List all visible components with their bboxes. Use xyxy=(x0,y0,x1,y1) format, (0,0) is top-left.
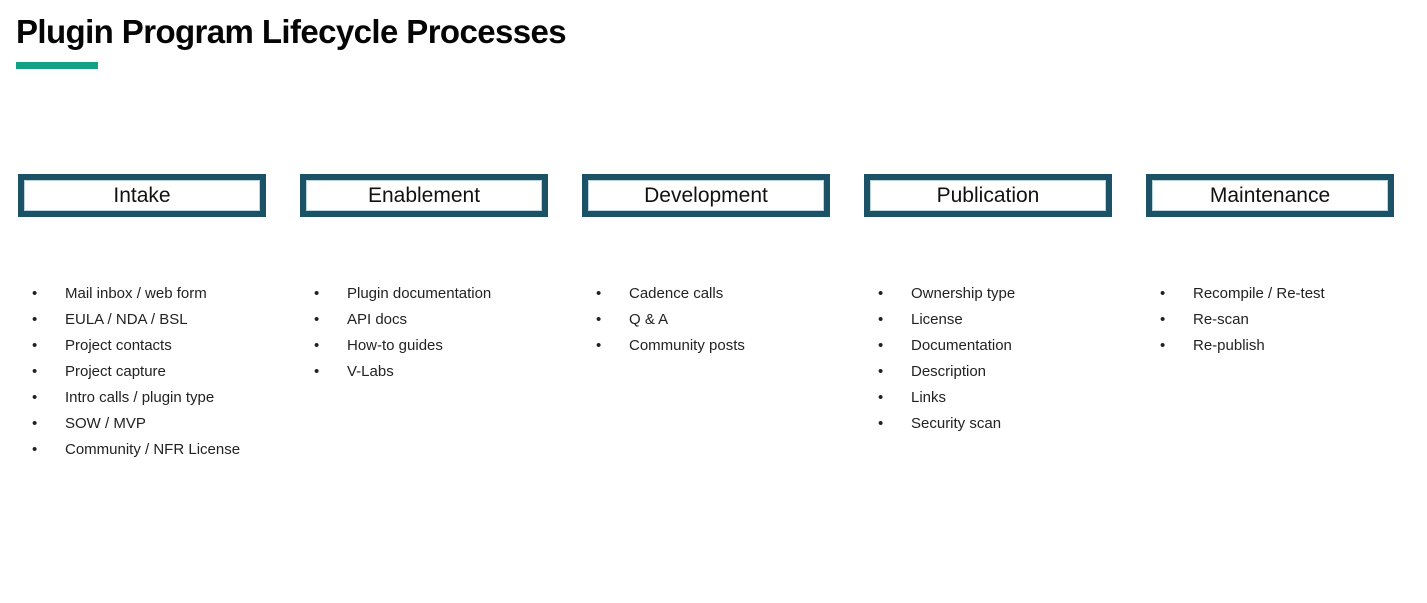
list-item-label: Cadence calls xyxy=(629,285,724,302)
list-item-label: Project capture xyxy=(65,363,166,380)
bullet-dot-icon: • xyxy=(314,311,320,328)
lifecycle-column: Publication • Ownership type • License • Docum… xyxy=(864,174,1112,463)
list-item: • How-to guides xyxy=(300,333,548,359)
lifecycle-column: Intake • Mail inbox / web form • EULA / NDA … xyxy=(18,174,266,463)
list-item: • Links xyxy=(864,385,1112,411)
title-block: Plugin Program Lifecycle Processes xyxy=(16,10,916,69)
stage-bullet-list: • Cadence calls • Q & A • Community posts xyxy=(582,281,830,359)
list-item: • Intro calls / plugin type xyxy=(18,385,266,411)
list-item-label: Intro calls / plugin type xyxy=(65,389,215,406)
stage-box-intake[interactable]: Intake xyxy=(18,174,266,217)
stage-bullet-list: • Ownership type • License • Documentation • De… xyxy=(864,281,1112,437)
bullet-dot-icon: • xyxy=(596,285,602,302)
stage-box-enablement[interactable]: Enablement xyxy=(300,174,548,217)
lifecycle-columns: Intake • Mail inbox / web form • EULA / NDA … xyxy=(18,174,1409,463)
stage-bullet-list: • Recompile / Re-test • Re-scan • Re-publish xyxy=(1146,281,1394,359)
list-item-label: Re-scan xyxy=(1193,311,1249,328)
list-item-label: V-Labs xyxy=(347,363,394,380)
bullet-dot-icon: • xyxy=(1160,285,1166,302)
stage-label: Publication xyxy=(936,183,1040,207)
lifecycle-column: Maintenance•Recompile / Re-test•Re-scan•… xyxy=(1146,174,1394,463)
list-item: • License xyxy=(864,307,1112,333)
page-title: Plugin Program Lifecycle Processes xyxy=(16,13,567,50)
bullet-dot-icon: • xyxy=(32,441,38,458)
stage-label: Intake xyxy=(113,183,171,207)
list-item: • Ownership type xyxy=(864,281,1112,307)
stage-box-publication[interactable]: Publication xyxy=(864,174,1112,217)
stage-box-development[interactable]: Development xyxy=(582,174,830,217)
title-accent-bar xyxy=(16,62,98,69)
lifecycle-column: Enablement • Plugin documentation • API docs… xyxy=(300,174,548,463)
list-item-label: Links xyxy=(911,389,947,406)
bullet-dot-icon: • xyxy=(32,363,38,380)
list-item-label: SOW / MVP xyxy=(65,415,146,432)
bullet-dot-icon: • xyxy=(32,285,38,302)
list-item-label: License xyxy=(911,311,963,328)
list-item: • EULA / NDA / BSL xyxy=(18,307,266,333)
list-item-label: Documentation xyxy=(911,337,1012,354)
bullet-dot-icon: • xyxy=(32,337,38,354)
bullet-dot-icon: • xyxy=(314,363,320,380)
stage-bullet-list: •Mail inbox / web form•EULA / NDA / BSL•… xyxy=(18,281,266,463)
bullet-dot-icon: • xyxy=(1160,311,1166,328)
list-item: • Re-scan xyxy=(1146,307,1394,333)
list-item-label: API docs xyxy=(347,311,408,328)
bullet-dot-icon: • xyxy=(32,389,38,406)
list-item: • Plugin documentation xyxy=(300,281,548,307)
list-item-label: Community posts xyxy=(629,337,745,354)
bullet-dot-icon: • xyxy=(878,285,884,302)
list-item-label: Security scan xyxy=(911,415,1002,432)
stage-label: Maintenance xyxy=(1209,183,1331,207)
list-item: • Cadence calls xyxy=(582,281,830,307)
list-item-label: Mail inbox / web form xyxy=(65,285,207,302)
list-item: • Q & A xyxy=(582,307,830,333)
list-item-label: Recompile / Re-test xyxy=(1193,285,1325,302)
list-item-label: EULA / NDA / BSL xyxy=(65,311,188,328)
list-item-label: Community / NFR License xyxy=(65,441,241,458)
list-item: • API docs xyxy=(300,307,548,333)
stage-label: Enablement xyxy=(367,183,481,207)
bullet-dot-icon: • xyxy=(878,337,884,354)
stage-box-maintenance[interactable]: Maintenance xyxy=(1146,174,1394,217)
bullet-dot-icon: • xyxy=(596,311,602,328)
list-item: • SOW / MVP xyxy=(18,411,266,437)
bullet-dot-icon: • xyxy=(878,311,884,328)
stage-label: Development xyxy=(644,183,768,207)
list-item: • Community posts xyxy=(582,333,830,359)
list-item-label: Re-publish xyxy=(1193,337,1265,354)
list-item: • Re-publish xyxy=(1146,333,1394,359)
list-item: • V-Labs xyxy=(300,359,548,385)
list-item: • Documentation xyxy=(864,333,1112,359)
bullet-dot-icon: • xyxy=(314,337,320,354)
list-item-label: Ownership type xyxy=(911,285,1016,302)
list-item: • Mail inbox / web form xyxy=(18,281,266,307)
list-item-label: Q & A xyxy=(629,311,669,328)
bullet-dot-icon: • xyxy=(32,415,38,432)
list-item: • Security scan xyxy=(864,411,1112,437)
list-item: • Project contacts xyxy=(18,333,266,359)
bullet-dot-icon: • xyxy=(878,415,884,432)
lifecycle-column: Development • Cadence calls • Q & A • Communit… xyxy=(582,174,830,463)
bullet-dot-icon: • xyxy=(32,311,38,328)
list-item-label: Description xyxy=(911,363,987,380)
list-item: • Project capture xyxy=(18,359,266,385)
bullet-dot-icon: • xyxy=(878,389,884,406)
list-item: • Description xyxy=(864,359,1112,385)
bullet-dot-icon: • xyxy=(596,337,602,354)
list-item-label: Plugin documentation xyxy=(347,285,492,302)
list-item-label: Project contacts xyxy=(65,337,172,354)
bullet-dot-icon: • xyxy=(314,285,320,302)
list-item: • Recompile / Re-test xyxy=(1146,281,1394,307)
bullet-dot-icon: • xyxy=(1160,337,1166,354)
list-item-label: How-to guides xyxy=(347,337,443,354)
bullet-dot-icon: • xyxy=(878,363,884,380)
stage-bullet-list: • Plugin documentation • API docs • How-to gu… xyxy=(300,281,548,385)
list-item: • Community / NFR License xyxy=(18,437,266,463)
